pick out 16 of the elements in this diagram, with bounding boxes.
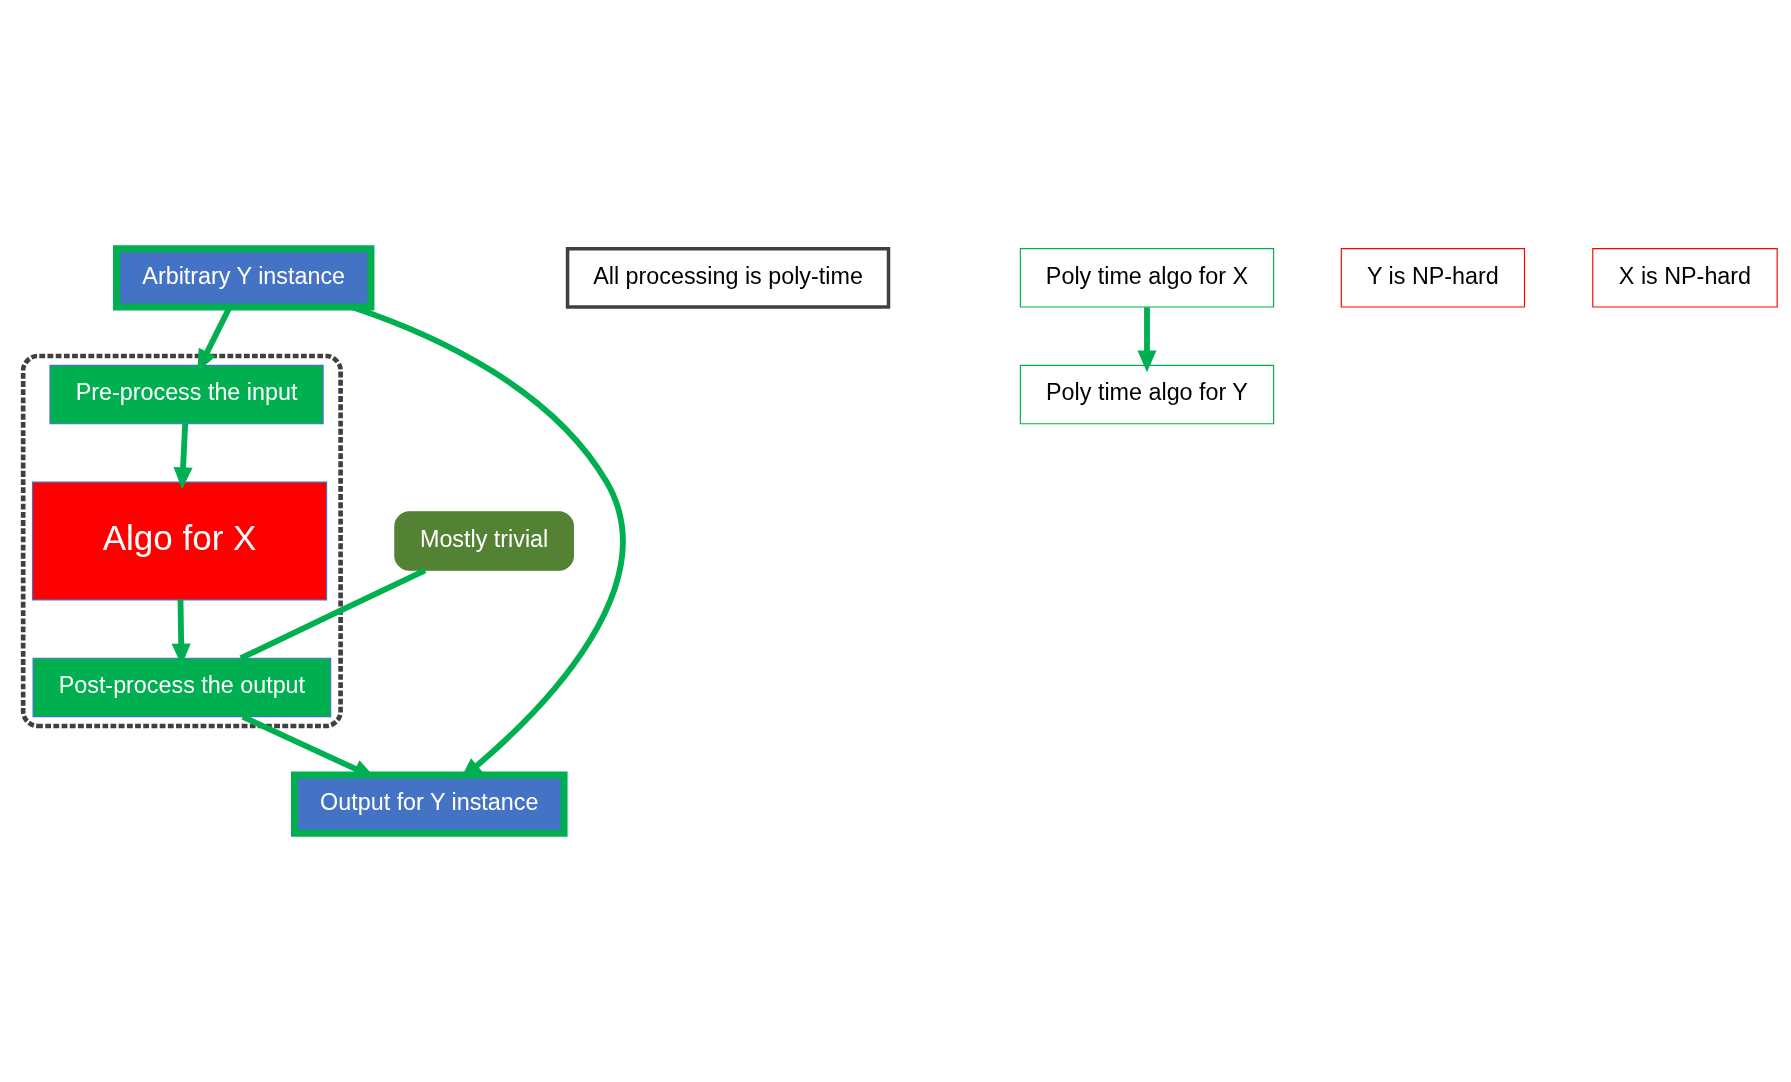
node-box: Poly time algo for X: [1019, 248, 1275, 308]
node-box: Arbitrary Y instance: [113, 245, 375, 311]
node-box: Pre-process the input: [49, 364, 324, 425]
node-box: All processing is poly-time: [565, 246, 891, 309]
arrow: [1137, 307, 1157, 373]
arrow: [351, 304, 626, 780]
arrow: [173, 423, 193, 490]
connector: [239, 567, 427, 661]
node-box: Algo for X: [31, 481, 328, 601]
node-box: Mostly trivial: [394, 511, 574, 571]
node-box: Post-process the output: [32, 657, 332, 718]
node-box: Y is NP-hard: [1340, 248, 1526, 308]
cluster: [20, 353, 343, 729]
node-box: Output for Y instance: [291, 771, 568, 837]
node-box: X is NP-hard: [1592, 248, 1778, 308]
node-box: Poly time algo for Y: [1019, 364, 1275, 425]
